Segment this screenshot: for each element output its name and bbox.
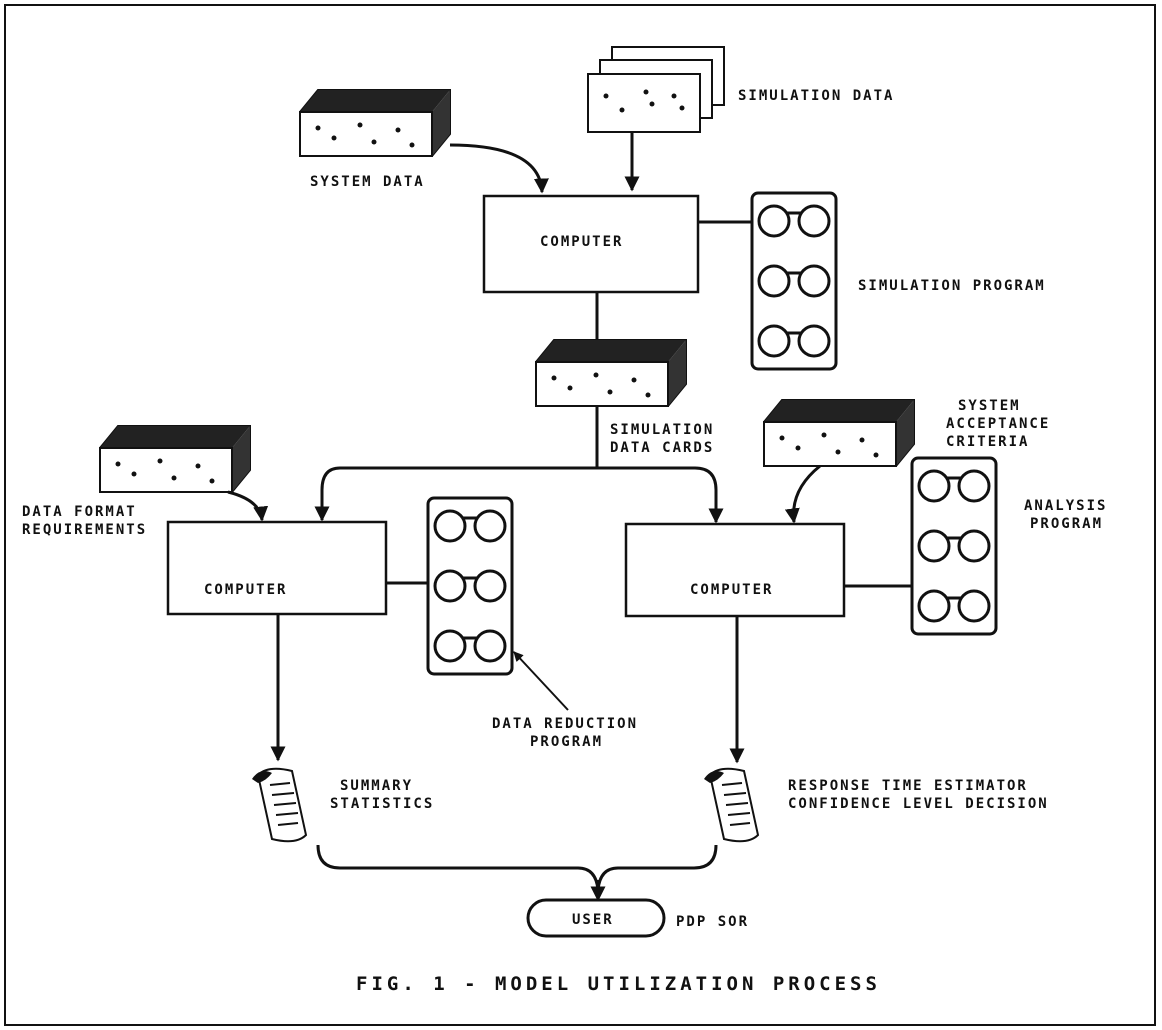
acceptance-label-2: ACCEPTANCE xyxy=(946,416,1050,432)
arrow-system-data xyxy=(450,145,542,192)
user-label: USER xyxy=(572,912,614,928)
arrow-data-format xyxy=(228,492,262,520)
simulation-data-cards-icon xyxy=(588,47,724,132)
data-format-label-2: REQUIREMENTS xyxy=(22,522,147,538)
simulation-data-cards-deck-icon xyxy=(536,340,686,406)
figure-caption: FIG. 1 - MODEL UTILIZATION PROCESS xyxy=(356,973,881,995)
response-printout-icon xyxy=(704,769,758,842)
acceptance-label-3: CRITERIA xyxy=(946,434,1029,450)
analysis-program-tapes-icon xyxy=(912,458,996,634)
computer-top-label: COMPUTER xyxy=(540,234,623,250)
arrow-data-reduction-pointer xyxy=(514,652,568,710)
data-format-deck-icon xyxy=(100,426,250,492)
simulation-data-label: SIMULATION DATA xyxy=(738,88,894,104)
summary-printout-icon xyxy=(252,769,306,842)
system-data-deck-icon xyxy=(300,90,450,156)
simulation-program-label: SIMULATION PROGRAM xyxy=(858,278,1046,294)
data-format-label-1: DATA FORMAT xyxy=(22,504,137,520)
acceptance-criteria-deck-icon xyxy=(764,400,914,466)
system-data-label: SYSTEM DATA xyxy=(310,174,425,190)
data-reduction-tapes-icon xyxy=(428,498,512,674)
acceptance-label-1: SYSTEM xyxy=(958,398,1021,414)
summary-label-1: SUMMARY xyxy=(340,778,413,794)
analysis-program-label-2: PROGRAM xyxy=(1030,516,1103,532)
computer-right-label: COMPUTER xyxy=(690,582,773,598)
data-reduction-label-1: DATA REDUCTION xyxy=(492,716,638,732)
computer-left-label: COMPUTER xyxy=(204,582,287,598)
pdp-sor-label: PDP SOR xyxy=(676,914,749,930)
computer-box-right xyxy=(626,524,844,616)
bracket-right xyxy=(598,845,716,890)
computer-box-left xyxy=(168,522,386,614)
simulation-data-cards-label-2: DATA CARDS xyxy=(610,440,714,456)
simulation-program-tapes-icon xyxy=(752,193,836,369)
bracket-left xyxy=(318,845,598,890)
summary-label-2: STATISTICS xyxy=(330,796,434,812)
arrow-acceptance-criteria xyxy=(794,466,820,522)
data-reduction-label-2: PROGRAM xyxy=(530,734,603,750)
analysis-program-label-1: ANALYSIS xyxy=(1024,498,1107,514)
simulation-data-cards-label-1: SIMULATION xyxy=(610,422,714,438)
arrow-to-right-computer xyxy=(597,468,716,522)
response-label-2: CONFIDENCE LEVEL DECISION xyxy=(788,796,1049,812)
response-label-1: RESPONSE TIME ESTIMATOR xyxy=(788,778,1028,794)
